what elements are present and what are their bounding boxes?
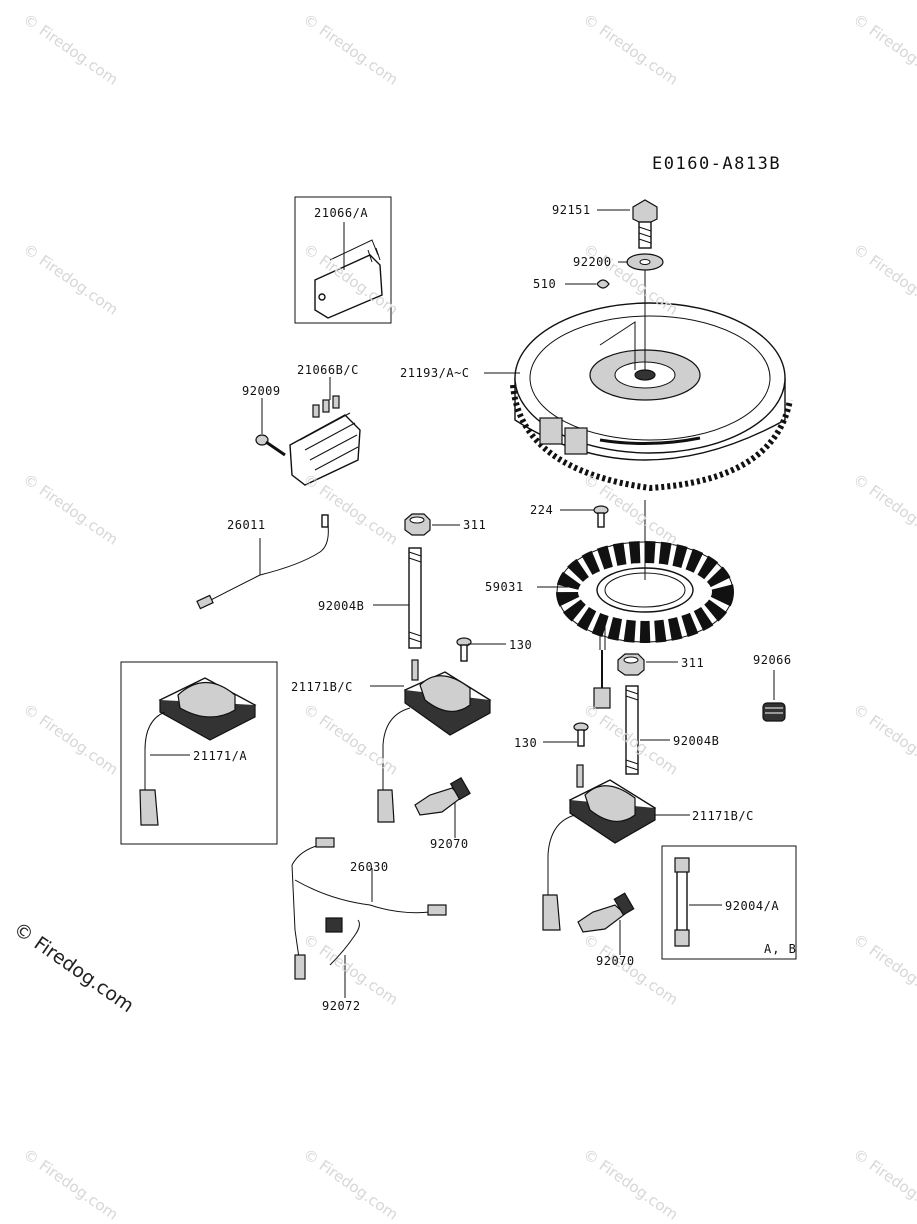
part-label-92070-right[interactable]: 92070 (596, 954, 635, 968)
screw-224 (593, 505, 609, 528)
part-label-21066bc[interactable]: 21066B/C (297, 363, 359, 377)
inset-box-ignition-coil (120, 661, 278, 845)
part-label-510[interactable]: 510 (533, 277, 557, 291)
washer-92200 (626, 253, 664, 271)
part-label-92066[interactable]: 92066 (753, 653, 792, 667)
part-label-92004b-left[interactable]: 92004B (318, 599, 365, 613)
nut-311-right (617, 653, 645, 676)
bolt-92151 (632, 199, 658, 249)
part-label-92151[interactable]: 92151 (552, 203, 591, 217)
part-label-92072[interactable]: 92072 (322, 999, 361, 1013)
spark-plug-92070-left (414, 777, 471, 816)
bolt-130-right (573, 722, 589, 747)
ignition-coil-21171bc-right (542, 764, 657, 931)
inset-box-regulator (294, 196, 392, 324)
part-label-21193[interactable]: 21193/A~C (400, 366, 470, 380)
stud-92004a (674, 857, 690, 947)
stud-92004b-left (408, 547, 422, 649)
part-label-311-left[interactable]: 311 (463, 518, 487, 532)
leader-lines (150, 209, 775, 998)
part-label-92009[interactable]: 92009 (242, 384, 281, 398)
part-label-21171a[interactable]: 21171/A (193, 749, 248, 763)
nut-311-left (404, 513, 431, 536)
part-label-92070-left[interactable]: 92070 (430, 837, 469, 851)
inset-box-stud (661, 845, 797, 960)
part-label-21066a[interactable]: 21066/A (314, 206, 369, 220)
regulator-21066bc (289, 395, 361, 486)
part-label-26011[interactable]: 26011 (227, 518, 266, 532)
inset-label: A, B (764, 942, 797, 956)
part-label-311-right[interactable]: 311 (681, 656, 705, 670)
part-label-224[interactable]: 224 (530, 503, 554, 517)
spark-plug-92070-right (577, 892, 635, 933)
lead-wire-26011 (196, 514, 329, 610)
part-label-21171bc-left[interactable]: 21171B/C (291, 680, 353, 694)
ignition-coil-21171a (139, 677, 257, 826)
key-510 (596, 279, 610, 289)
regulator-21066a (314, 239, 383, 319)
lead-wire-26030 (291, 837, 447, 980)
flywheel-21193 (510, 302, 793, 492)
part-label-21171bc-right[interactable]: 21171B/C (692, 809, 754, 823)
part-label-130-right[interactable]: 130 (514, 736, 538, 750)
part-label-26030[interactable]: 26030 (350, 860, 389, 874)
stator-59031 (556, 541, 734, 709)
plug-92066 (762, 702, 786, 722)
ignition-coil-21171bc-left (377, 659, 492, 823)
part-label-130-left[interactable]: 130 (509, 638, 533, 652)
part-label-92200[interactable]: 92200 (573, 255, 612, 269)
stud-92004b-right (625, 685, 639, 775)
part-label-92004b-right[interactable]: 92004B (673, 734, 720, 748)
part-label-59031[interactable]: 59031 (485, 580, 524, 594)
screw-92009 (255, 434, 286, 457)
part-label-92004a[interactable]: 92004/A (725, 899, 780, 913)
tube-92072 (325, 917, 360, 966)
bolt-130-left (456, 637, 472, 662)
diagram-code: E0160-A813B (652, 154, 782, 174)
